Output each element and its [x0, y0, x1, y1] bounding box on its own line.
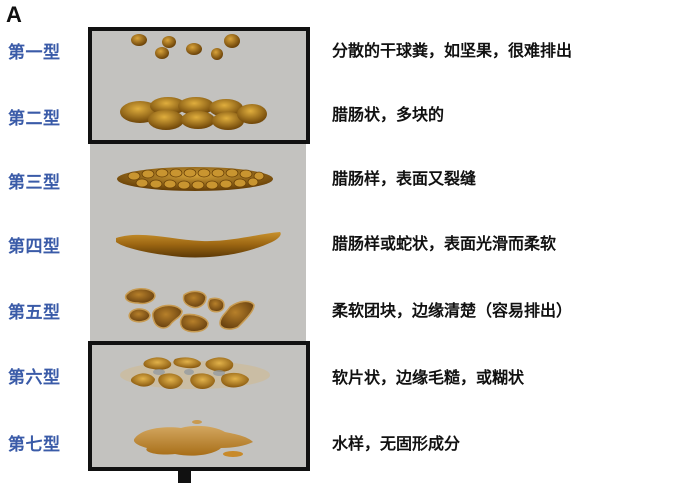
- type-description-5: 柔软团块，边缘清楚（容易排出）: [332, 301, 573, 320]
- type-description-6: 软片状，边缘毛糙，或糊状: [332, 368, 525, 387]
- type-label-3: 第三型: [8, 173, 61, 193]
- type-label-7: 第七型: [8, 435, 61, 455]
- scattered-lumps-icon: [131, 34, 240, 60]
- lumpy-sausage-icon: [120, 97, 267, 130]
- type-description-2: 腊肠状，多块的: [332, 105, 445, 124]
- type-label-2: 第二型: [8, 109, 61, 129]
- type-description-4: 腊肠样或蛇状，表面光滑而柔软: [332, 234, 557, 253]
- soft-blobs-icon: [124, 288, 255, 333]
- watery-puddle-icon: [133, 420, 253, 457]
- type-label-4: 第四型: [8, 237, 61, 257]
- frame-stub: [178, 469, 191, 483]
- type-label-6: 第六型: [8, 368, 61, 388]
- cracked-sausage-icon: [117, 167, 273, 191]
- type-label-5: 第五型: [8, 303, 61, 323]
- type-label-1: 第一型: [8, 43, 61, 63]
- type-description-3: 腊肠样，表面又裂缝: [332, 169, 477, 188]
- smooth-snake-icon: [116, 232, 281, 258]
- mushy-pieces-icon: [120, 357, 270, 389]
- type-description-1: 分散的干球粪，如坚果，很难排出: [332, 41, 573, 60]
- diarrhea-group-frame: [88, 341, 310, 471]
- panel-letter: A: [6, 2, 22, 27]
- type-description-7: 水样，无固形成分: [332, 434, 461, 453]
- constipation-group-frame: [88, 27, 310, 144]
